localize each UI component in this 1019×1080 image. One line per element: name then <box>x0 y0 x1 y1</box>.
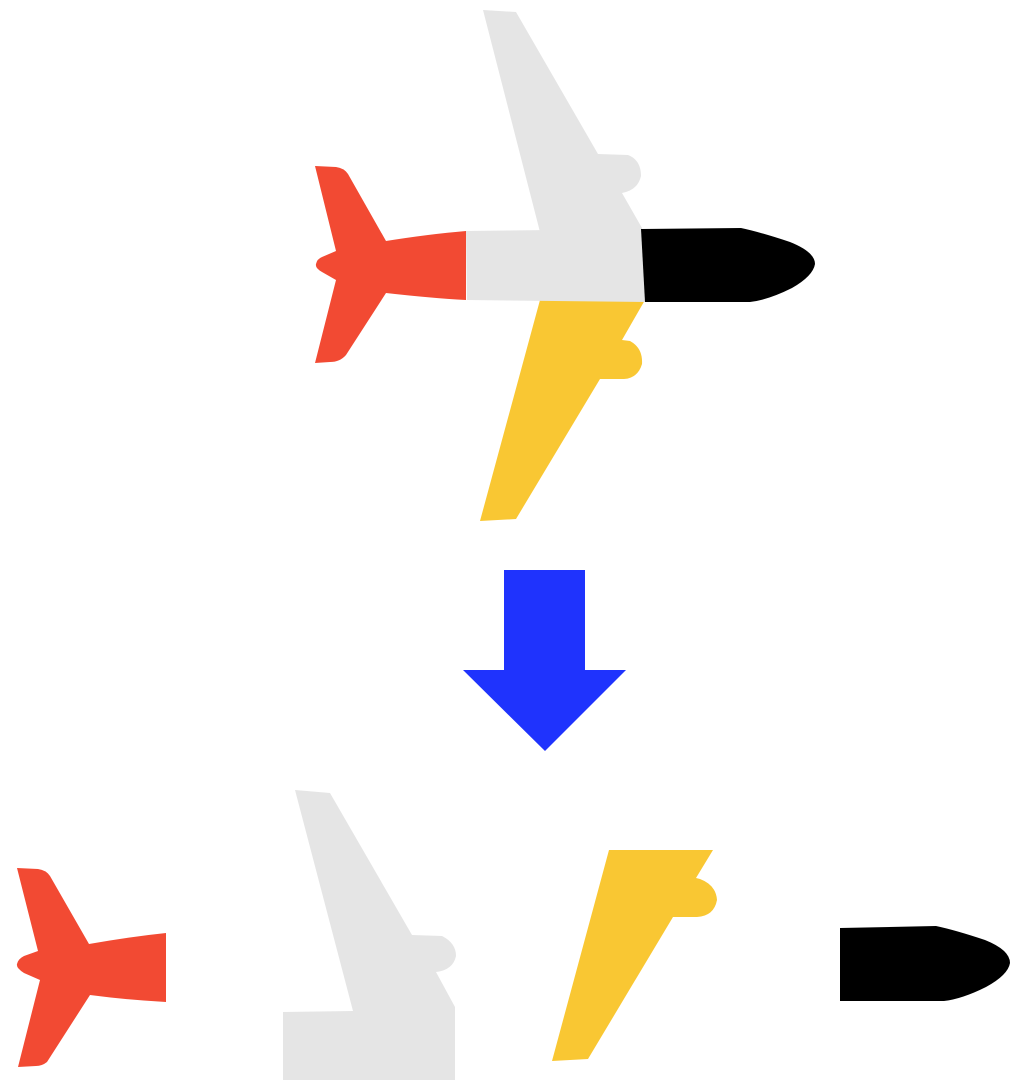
assembled-tail-section <box>315 166 466 363</box>
assembled-center-fuselage <box>466 229 645 302</box>
assembled-lower-wing <box>480 300 645 521</box>
assembled-upper-wing <box>483 10 642 232</box>
exploded-center-fuselage-upper-wing <box>283 790 456 1080</box>
exploded-lower-wing <box>552 850 717 1061</box>
assembled-nose-section <box>641 228 815 302</box>
exploded-tail-section <box>17 868 166 1067</box>
down-arrow-icon <box>463 570 626 751</box>
assembled-airplane <box>315 10 815 521</box>
exploded-parts <box>17 790 1010 1080</box>
exploded-nose-section <box>840 926 1010 1001</box>
